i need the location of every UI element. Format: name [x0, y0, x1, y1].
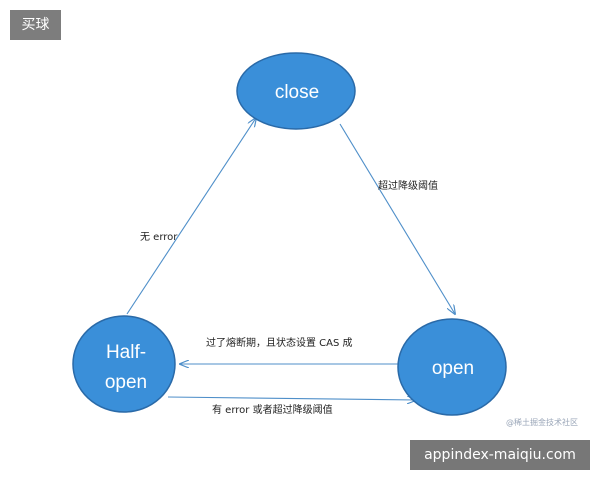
node-half-open-label-line2: open — [105, 372, 147, 393]
edge-label-open-to-half-open: 过了熔断期，且状态设置 CAS 成 — [206, 336, 353, 349]
node-close: close — [236, 52, 356, 130]
node-close-label: close — [275, 82, 319, 103]
node-half-open: Half- open — [72, 315, 176, 413]
edge-label-half-open-to-open: 有 error 或者超过降级阈值 — [212, 403, 333, 416]
node-open: open — [397, 318, 507, 416]
top-left-badge: 买球 — [10, 10, 61, 40]
edge-label-close-to-open: 超过降级阈值 — [378, 179, 438, 192]
footer-domain-label: appindex-maiqiu.com — [410, 440, 590, 470]
edge-half-open-to-close — [126, 118, 256, 315]
node-half-open-label-line1: Half- — [106, 342, 146, 363]
edge-close-to-open — [339, 123, 455, 314]
watermark: @稀土掘金技术社区 — [506, 418, 578, 427]
node-open-label: open — [432, 358, 474, 379]
edge-label-half-open-to-close: 无 error — [140, 232, 178, 243]
edge-half-open-to-open — [167, 397, 416, 400]
